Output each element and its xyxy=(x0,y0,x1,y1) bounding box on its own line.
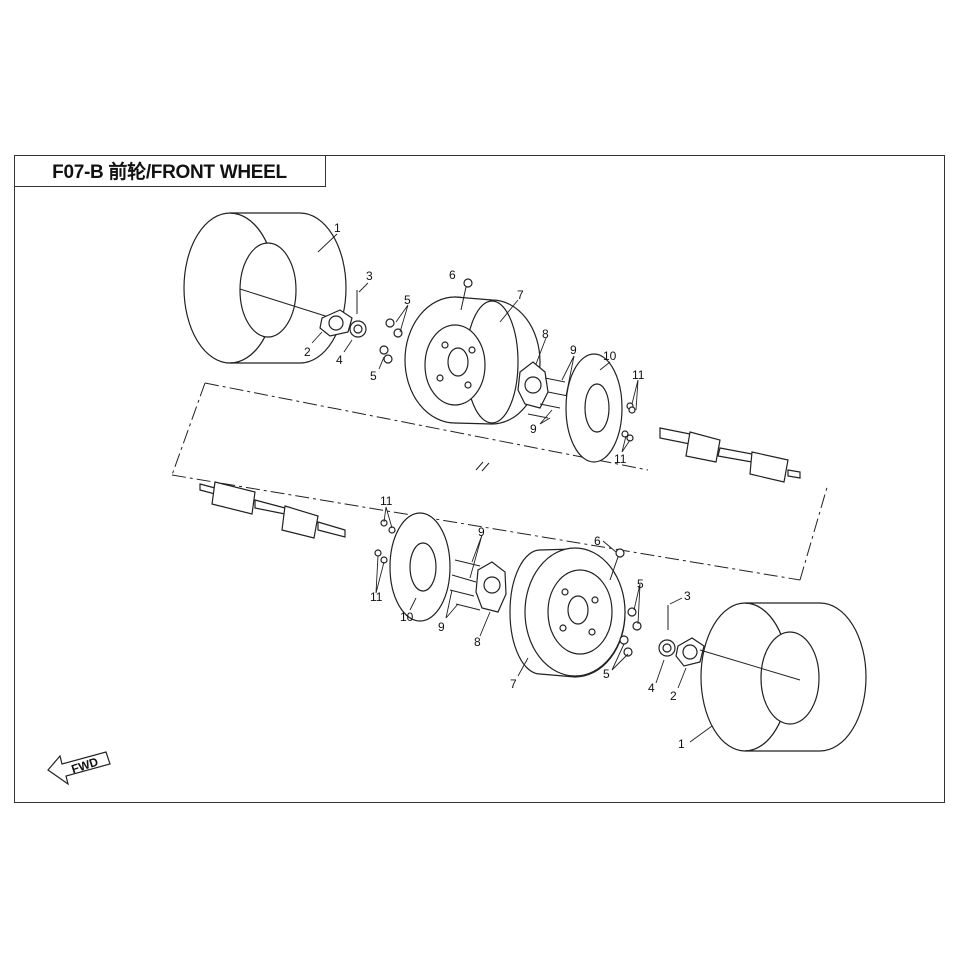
callout-9: 9 xyxy=(438,620,445,634)
drive-axle-bottom xyxy=(199,481,346,539)
callout-7: 7 xyxy=(510,677,517,691)
callout-1: 1 xyxy=(334,221,341,235)
callout-5: 5 xyxy=(637,577,644,591)
callout-11: 11 xyxy=(380,494,393,508)
valve-stem-bottom xyxy=(609,548,625,581)
callout-4: 4 xyxy=(648,681,655,695)
callout-labels: 1 2 3 4 5 5 6 7 8 9 9 10 11 11 11 11 10 … xyxy=(304,221,691,751)
brake-disc-top xyxy=(565,353,623,463)
fwd-arrow-icon: FWD xyxy=(47,751,111,786)
valve-stem-top xyxy=(460,278,473,311)
disc-bolts-top xyxy=(621,402,636,442)
callout-9: 9 xyxy=(570,343,577,357)
callout-2: 2 xyxy=(304,345,311,359)
fwd-label: FWD xyxy=(70,755,101,777)
hub-bottom xyxy=(475,561,507,613)
lug-nuts-bottom xyxy=(619,607,642,657)
break-mark xyxy=(475,461,490,472)
callout-7: 7 xyxy=(517,288,524,302)
studs-bottom xyxy=(449,559,481,611)
callout-5: 5 xyxy=(603,667,610,681)
diagram-frame xyxy=(14,155,945,803)
hub-cap-bottom xyxy=(675,637,705,667)
callout-10: 10 xyxy=(603,349,617,363)
callout-3: 3 xyxy=(366,269,373,283)
drive-axle-top xyxy=(659,427,801,483)
hub-cap-top xyxy=(319,309,353,337)
lug-nuts-top xyxy=(379,318,403,364)
callout-11: 11 xyxy=(614,452,627,466)
nut-bottom xyxy=(658,639,676,657)
callout-8: 8 xyxy=(542,327,549,341)
rim-bottom xyxy=(509,547,626,678)
title-box: F07-B 前轮/FRONT WHEEL xyxy=(14,155,326,187)
callout-10: 10 xyxy=(400,610,414,624)
callout-2: 2 xyxy=(670,689,677,703)
callout-8: 8 xyxy=(474,635,481,649)
hub-top xyxy=(517,361,549,409)
callout-9: 9 xyxy=(530,422,537,436)
callout-6: 6 xyxy=(449,268,456,282)
assembly-guide-line xyxy=(171,382,829,581)
brake-disc-bottom xyxy=(389,512,451,622)
callout-4: 4 xyxy=(336,353,343,367)
callout-6: 6 xyxy=(594,534,601,548)
callout-1: 1 xyxy=(678,737,685,751)
callout-5: 5 xyxy=(404,293,411,307)
callout-5: 5 xyxy=(370,369,377,383)
rim-top xyxy=(404,296,541,425)
leader-lines xyxy=(311,233,713,743)
studs-top xyxy=(527,377,569,419)
callout-11: 11 xyxy=(632,368,645,382)
tire-bottom xyxy=(699,602,867,752)
nut-top xyxy=(349,320,367,338)
tire-top xyxy=(183,212,347,364)
page-title: F07-B 前轮/FRONT WHEEL xyxy=(52,162,287,183)
callout-11: 11 xyxy=(370,590,383,604)
callout-9: 9 xyxy=(478,525,485,539)
callout-3: 3 xyxy=(684,589,691,603)
